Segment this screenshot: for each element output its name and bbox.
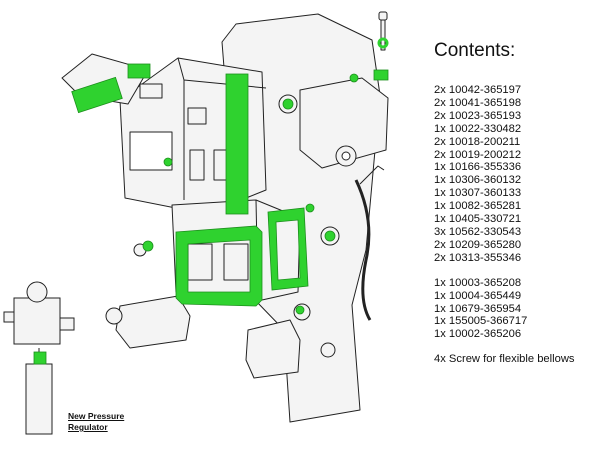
contents-title: Contents: [434, 40, 516, 61]
regulator-label-line-2: Regulator [68, 422, 108, 432]
hose [354, 179, 372, 321]
regulator-body [13, 297, 61, 345]
solenoid [115, 295, 191, 349]
list-item: 2x 10023-365193 [434, 109, 522, 122]
highlight-frame [267, 207, 309, 291]
screw-note: 4x Screw for flexible bellows [434, 353, 575, 366]
list-item: 3x 10562-330543 [434, 225, 522, 238]
list-item: 1x 10004-365449 [434, 289, 522, 302]
list-item: 1x 10002-365206 [434, 328, 522, 341]
regulator-label-line-1: New Pressure [68, 411, 125, 421]
highlight-regulator-seal [33, 351, 47, 365]
list-item: 2x 10019-200212 [434, 148, 522, 161]
highlight-oring-top [373, 69, 389, 81]
list-item: 1x 10306-360132 [434, 174, 522, 187]
list-item: 2x 10041-365198 [434, 96, 522, 109]
list-item: 2x 10042-365197 [434, 84, 522, 96]
parts-list-group-1: 2x 10042-365197 2x 10041-365198 2x 10023… [434, 84, 598, 265]
list-item: 1x 10022-330482 [434, 122, 522, 135]
highlight-gasket [175, 225, 263, 307]
screw [378, 11, 388, 21]
list-item: 2x 10209-365280 [434, 238, 522, 251]
highlight-oring [377, 37, 389, 49]
regulator-label: New Pressure Regulator [68, 411, 124, 433]
regulator-cartridge [25, 363, 53, 435]
list-item: 1x 10082-365281 [434, 200, 522, 213]
list-spacer [434, 265, 598, 277]
list-item: 1x 10307-360133 [434, 187, 522, 200]
highlight-seal [225, 73, 249, 215]
list-item: 2x 10313-355346 [434, 251, 522, 264]
exploded-parts-drawing [3, 11, 389, 435]
list-item: 1x 10003-365208 [434, 276, 522, 289]
list-item: 1x 10166-355336 [434, 161, 522, 174]
highlight-plate-gasket [71, 76, 123, 114]
list-item: 1x 155005-366717 [434, 315, 528, 328]
contents-panel: Contents: 2x 10042-365197 2x 10041-36519… [434, 40, 598, 365]
parts-list-group-2: 1x 10003-365208 1x 10004-365449 1x 10679… [434, 277, 598, 342]
electrical-connector [245, 319, 301, 379]
right-manifold [299, 77, 389, 169]
list-item: 2x 10018-200211 [434, 135, 521, 148]
list-item: 1x 10679-365954 [434, 302, 522, 315]
list-item: 1x 10405-330721 [434, 213, 522, 226]
